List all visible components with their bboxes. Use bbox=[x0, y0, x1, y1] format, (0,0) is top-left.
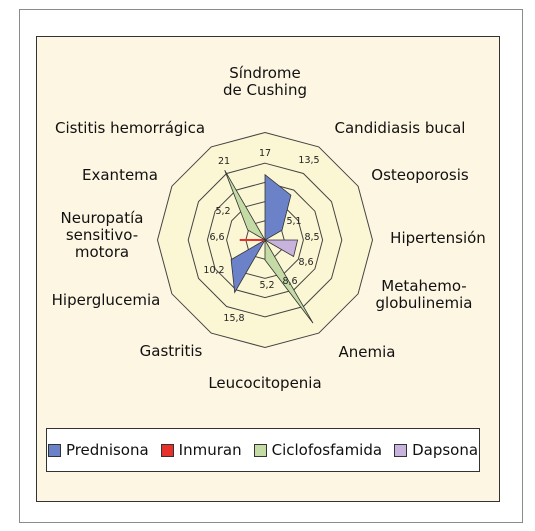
data-label: 21 bbox=[218, 156, 230, 167]
category-label: Hipertensión bbox=[390, 229, 486, 247]
legend-label-prednisona: Prednisona bbox=[65, 441, 149, 459]
legend-swatch-ciclofosfamida bbox=[253, 443, 267, 457]
legend-swatch-inmuran bbox=[160, 443, 174, 457]
data-label: 5,2 bbox=[259, 280, 274, 291]
data-label: 10,2 bbox=[203, 265, 224, 276]
legend-item-ciclofosfamida: Ciclofosfamida bbox=[253, 441, 383, 459]
category-label: Hiperglucemia bbox=[52, 291, 161, 309]
data-label: 6,6 bbox=[209, 232, 224, 243]
legend-label-ciclofosfamida: Ciclofosfamida bbox=[271, 441, 383, 459]
data-label: 13,5 bbox=[298, 155, 319, 166]
data-label: 8,5 bbox=[304, 232, 319, 243]
legend-label-dapsona: Dapsona bbox=[412, 441, 479, 459]
legend-swatch-dapsona bbox=[394, 443, 408, 457]
category-label: Candidiasis bucal bbox=[335, 119, 466, 137]
grid-ring-2 bbox=[226, 201, 304, 279]
series-prednisona bbox=[230, 173, 292, 294]
category-label: Anemia bbox=[339, 343, 396, 361]
category-label: Gastritis bbox=[140, 342, 203, 360]
series-dapsona bbox=[263, 239, 299, 258]
category-label: Osteoporosis bbox=[371, 166, 469, 184]
legend-item-dapsona: Dapsona bbox=[394, 441, 478, 459]
data-label: 5,1 bbox=[286, 216, 301, 227]
legend-item-inmuran: Inmuran bbox=[160, 441, 242, 459]
chart-legend: Prednisona Inmuran Ciclofosfamida Dapson… bbox=[46, 428, 480, 472]
category-label: Exantema bbox=[82, 166, 158, 184]
legend-label-inmuran: Inmuran bbox=[178, 441, 242, 459]
grid-ring-3 bbox=[206, 181, 324, 299]
data-label: 17 bbox=[259, 148, 271, 159]
data-label: 15,8 bbox=[223, 313, 244, 324]
legend-item-prednisona: Prednisona bbox=[47, 441, 149, 459]
data-label: 8,6 bbox=[298, 257, 313, 268]
data-label: 8,6 bbox=[282, 276, 297, 287]
category-label: Cistitis hemorrágica bbox=[55, 119, 205, 137]
data-label: 5,2 bbox=[215, 206, 230, 217]
legend-swatch-prednisona bbox=[47, 443, 61, 457]
category-label: Leucocitopenia bbox=[208, 374, 321, 392]
grid-ring-4 bbox=[187, 162, 343, 318]
category-label: Metahemo-globulinemia bbox=[376, 277, 473, 312]
